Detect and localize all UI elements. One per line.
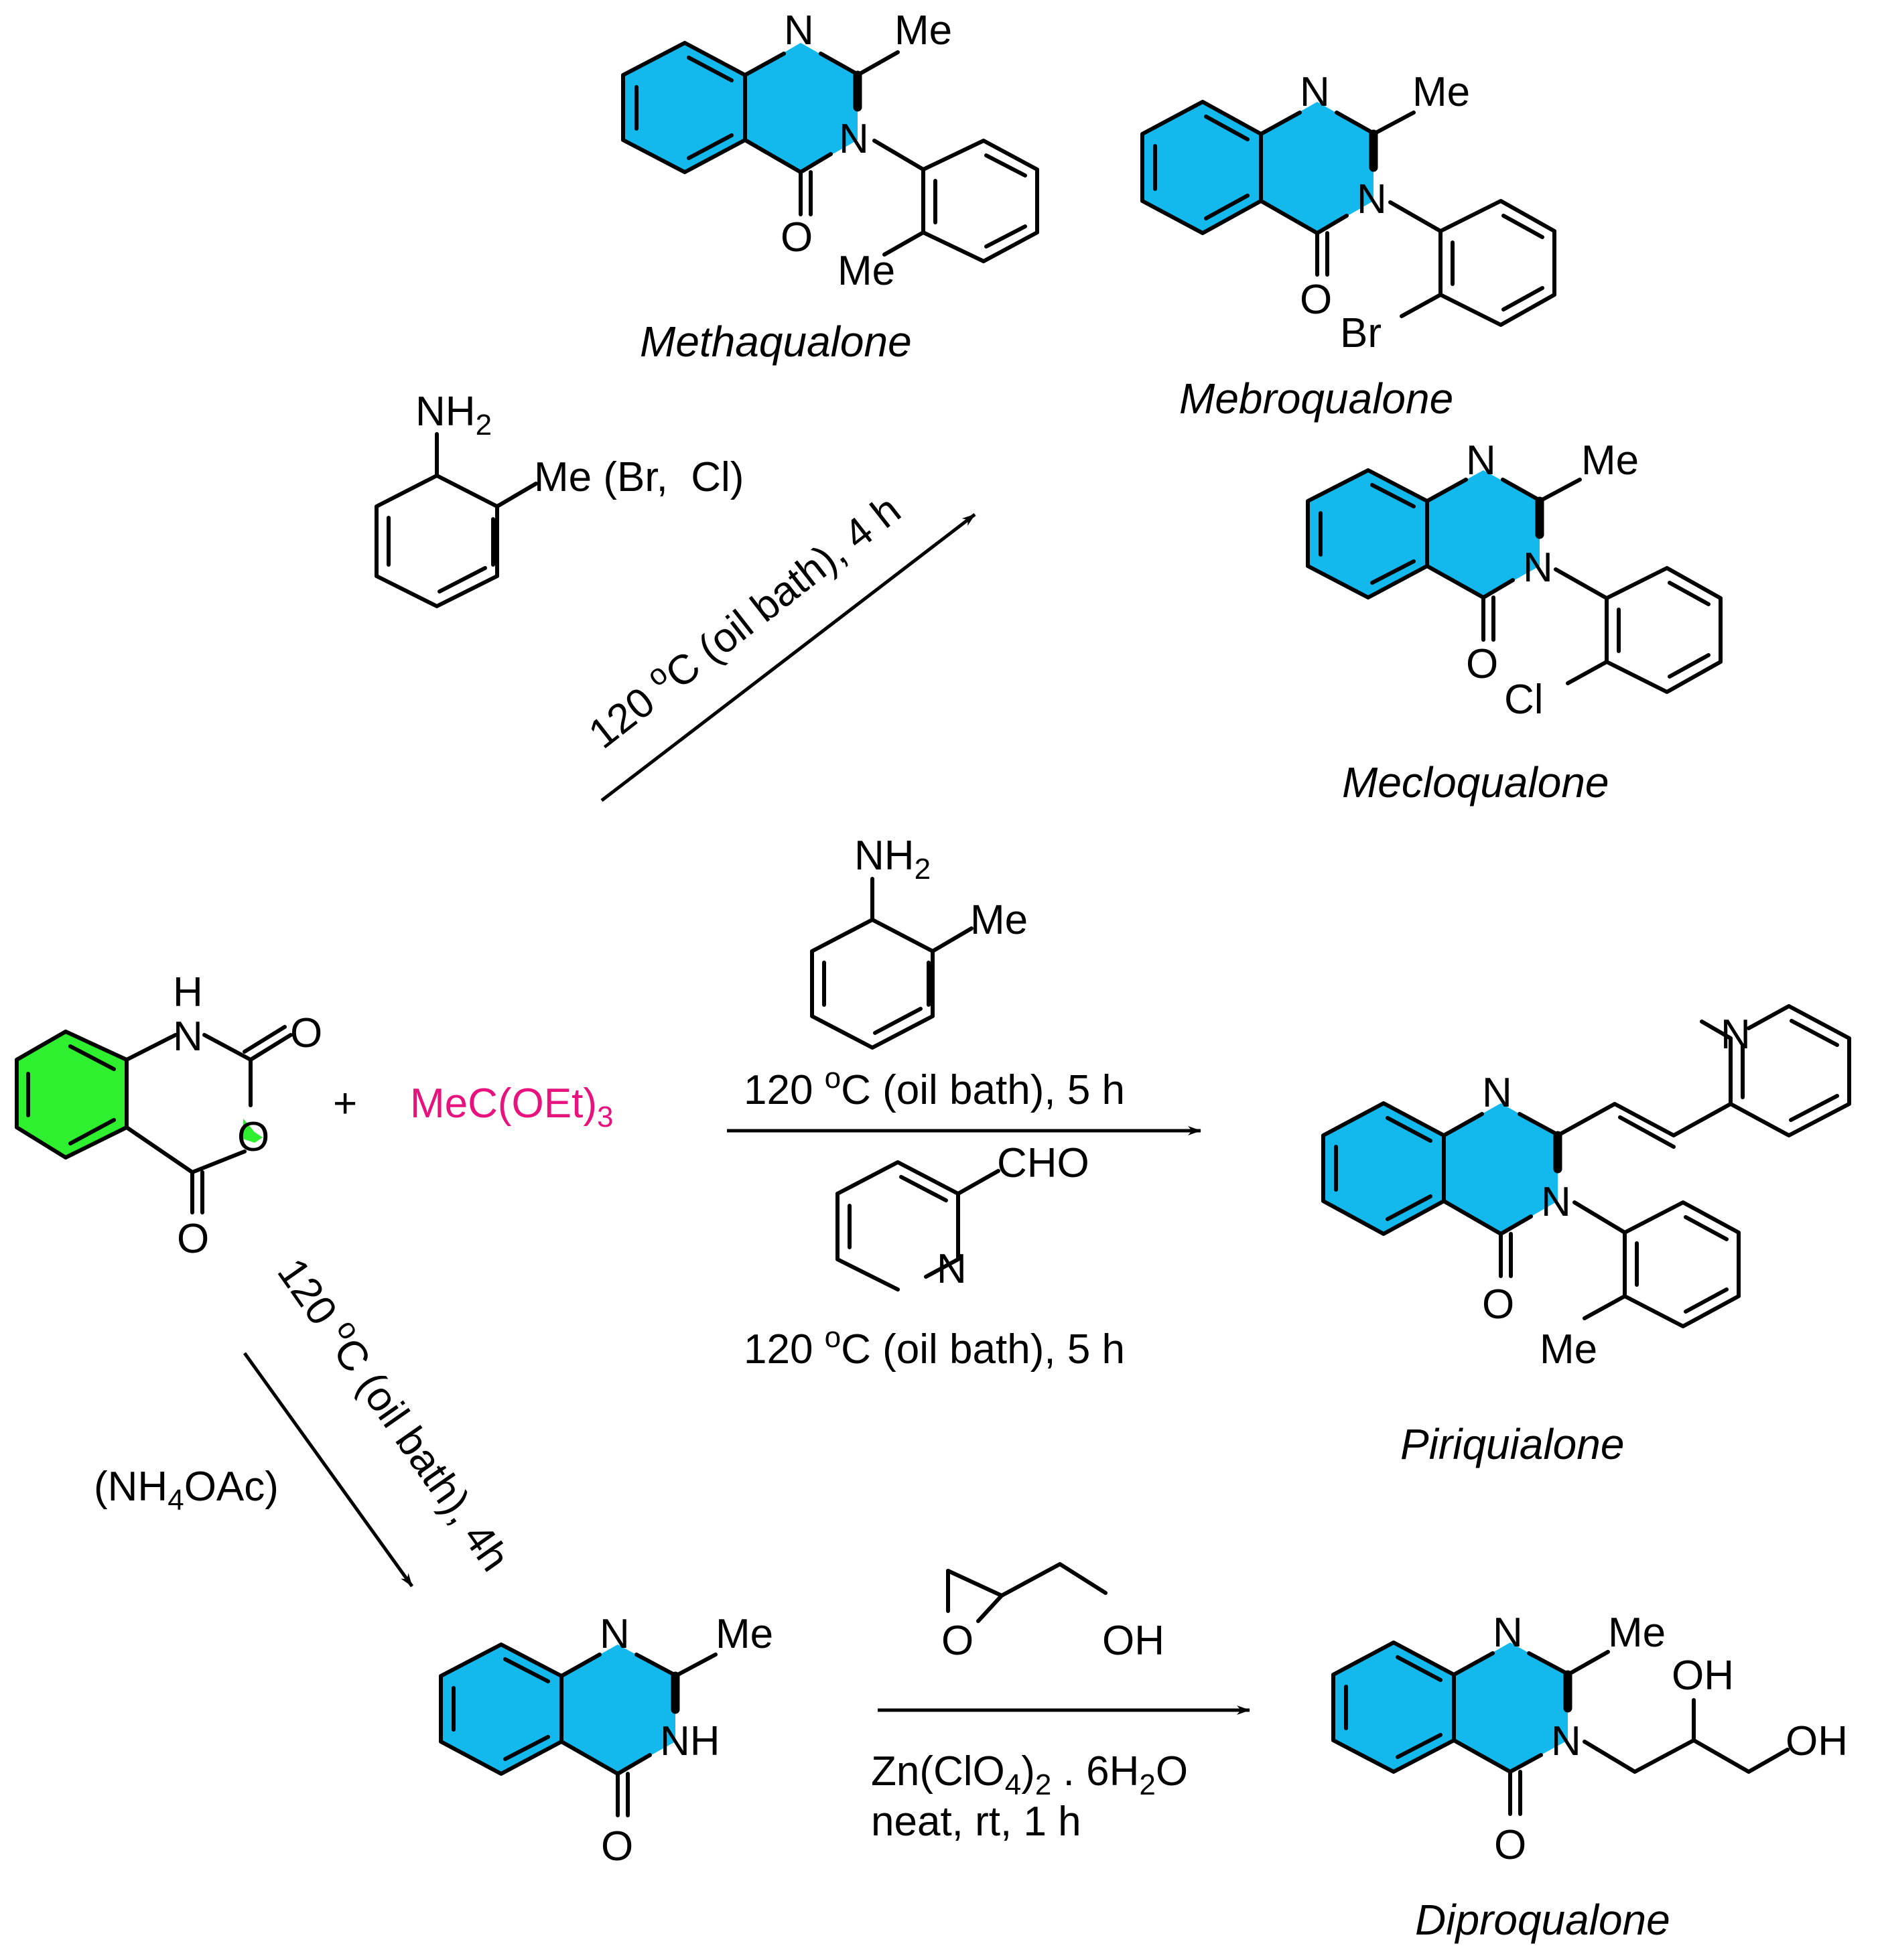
piriqualone-aryl-me: Me — [1540, 1326, 1597, 1373]
zinc-perchlorate-condition: Zn(ClO4)2 . 6H2O — [871, 1748, 1188, 1801]
methaqualone-bonds — [621, 41, 1039, 263]
methylquinazolinone-highlight — [441, 1644, 561, 1774]
mecloqualone: N Me N O Cl Mecloqualone — [1306, 437, 1723, 807]
methylquinazolinone-me: Me — [716, 1611, 773, 1657]
piriqualone: N N N O Me Piriquialone — [1321, 1004, 1851, 1468]
arrow-to-methylquinazolinone — [243, 1352, 414, 1588]
ammonium-acetate: (NH4OAc) — [94, 1464, 279, 1517]
methaqualone-aryl-me: Me — [837, 248, 895, 294]
zinc-condition-line2: neat, rt, 1 h — [871, 1799, 1081, 1845]
diproqualone-oh1: OH — [1672, 1653, 1734, 1699]
plus-sign: + — [333, 1080, 357, 1127]
mecloqualone-pyrimidinone-highlight — [1427, 470, 1540, 598]
condition-methaqualones: 120 oC (oil bath), 4 h — [577, 482, 909, 758]
o-toluidine: NH2 Me — [810, 833, 1028, 1050]
isatoic-carbonyl-o2: O — [177, 1216, 209, 1262]
piriqualone-o: O — [1482, 1281, 1514, 1328]
methylquinazolinone-bonds — [439, 1642, 718, 1817]
isatoic-ring-o: O — [237, 1114, 269, 1160]
methylquinazolinone-pyrimidinone-highlight — [561, 1644, 675, 1774]
methaqualone-highlight — [623, 43, 745, 172]
mebroqualone-o: O — [1300, 277, 1332, 323]
diproqualone-bonds — [1331, 1640, 1790, 1816]
mebroqualone-highlight — [1142, 102, 1261, 233]
picolinaldehyde-n: N — [937, 1246, 967, 1292]
mebroqualone-n3: N — [1357, 176, 1387, 222]
mecloqualone-n3: N — [1523, 545, 1553, 591]
diproqualone-n3: N — [1551, 1718, 1581, 1764]
methylquinazolinone-n1: N — [600, 1611, 630, 1657]
aniline-nh2: NH2 — [415, 389, 492, 441]
mecloqualone-bonds — [1306, 468, 1723, 694]
diproqualone-highlight — [1333, 1642, 1454, 1772]
methaqualone-n1: N — [784, 7, 814, 54]
diproqualone-pyrimidinone-highlight — [1454, 1642, 1568, 1772]
piriqualone-bonds — [1321, 1004, 1851, 1328]
glycidol-o: O — [941, 1618, 974, 1664]
mecloqualone-o: O — [1466, 641, 1498, 687]
methaqualone-me: Me — [894, 7, 952, 54]
orthoester-reagent: MeC(OEt)3 — [410, 1080, 613, 1133]
methaqualone-o: O — [781, 214, 813, 261]
piriqualone-n1: N — [1482, 1070, 1512, 1116]
condition-methylquinazolinone: 120 oC (oil bath), 4h — [269, 1247, 523, 1580]
diproqualone-me: Me — [1608, 1610, 1666, 1656]
isatoic-anhydride: H N O O O — [15, 969, 322, 1262]
picolinaldehyde-cho: CHO — [997, 1140, 1089, 1186]
toluidine-bonds — [810, 877, 974, 1050]
diproqualone-oh2: OH — [1786, 1718, 1848, 1764]
glycidol: O OH — [941, 1562, 1164, 1664]
diproqualone-n1: N — [1493, 1610, 1523, 1656]
mecloqualone-highlight — [1308, 470, 1427, 598]
methaqualone-name: Methaqualone — [640, 318, 912, 366]
isatoic-bonds — [15, 1025, 293, 1214]
mecloqualone-me: Me — [1581, 437, 1639, 484]
pyridine-2-carboxaldehyde: N CHO — [835, 1140, 1089, 1292]
mebroqualone-me: Me — [1412, 69, 1470, 115]
glycidol-oh: OH — [1102, 1618, 1164, 1664]
piriqualone-pyrimidinone-highlight — [1444, 1103, 1558, 1234]
toluidine-nh2: NH2 — [854, 833, 931, 886]
methaqualone-pyrimidinone-highlight — [745, 43, 858, 172]
diproqualone: N Me N OH OH O Diproqualone — [1331, 1610, 1848, 1944]
condition-piriqualone-bottom: 120 oC (oil bath), 5 h — [744, 1321, 1125, 1373]
mecloqualone-cl: Cl — [1504, 677, 1544, 723]
methylquinazolinone: N Me NH O — [439, 1611, 773, 1870]
piriqualone-n3: N — [1541, 1179, 1571, 1225]
mebroqualone: N Me N O Br Mebroqualone — [1140, 69, 1556, 423]
mecloqualone-n1: N — [1466, 437, 1496, 484]
isatoic-n: N — [173, 1013, 203, 1060]
arrow-to-methaqualones — [600, 513, 976, 802]
picolinaldehyde-bonds — [835, 1160, 1000, 1291]
glycidol-bonds — [946, 1562, 1108, 1623]
methaqualone-n3: N — [839, 116, 869, 162]
aniline-substituent: Me (Br, Cl) — [534, 454, 744, 500]
mebroqualone-n1: N — [1300, 69, 1330, 115]
mebroqualone-bonds — [1140, 100, 1556, 327]
substituted-aniline: NH2 Me (Br, Cl) — [375, 389, 744, 608]
diproqualone-name: Diproqualone — [1415, 1896, 1670, 1944]
piriqualone-name: Piriquialone — [1400, 1420, 1624, 1468]
methylquinazolinone-nh: NH — [660, 1718, 720, 1764]
methaqualone: N Me N O Me Methaqualone — [621, 7, 1039, 366]
condition-piriqualone-top: 120 oC (oil bath), 5 h — [744, 1062, 1125, 1113]
aniline-bonds — [375, 432, 538, 608]
piriqualone-pyridine-n: N — [1721, 1011, 1751, 1058]
isatoic-h: H — [173, 969, 203, 1016]
isatoic-carbonyl-o1: O — [290, 1010, 322, 1056]
methylquinazolinone-o: O — [601, 1823, 633, 1870]
isatoic-oxazine-partial-highlight — [243, 1119, 263, 1143]
mebroqualone-br: Br — [1340, 310, 1382, 356]
mebroqualone-pyrimidinone-highlight — [1261, 102, 1373, 233]
mecloqualone-name: Mecloqualone — [1342, 758, 1609, 807]
toluidine-me: Me — [970, 897, 1028, 943]
diproqualone-o: O — [1494, 1822, 1526, 1868]
piriqualone-highlight — [1323, 1103, 1444, 1234]
mebroqualone-name: Mebroqualone — [1179, 374, 1453, 423]
